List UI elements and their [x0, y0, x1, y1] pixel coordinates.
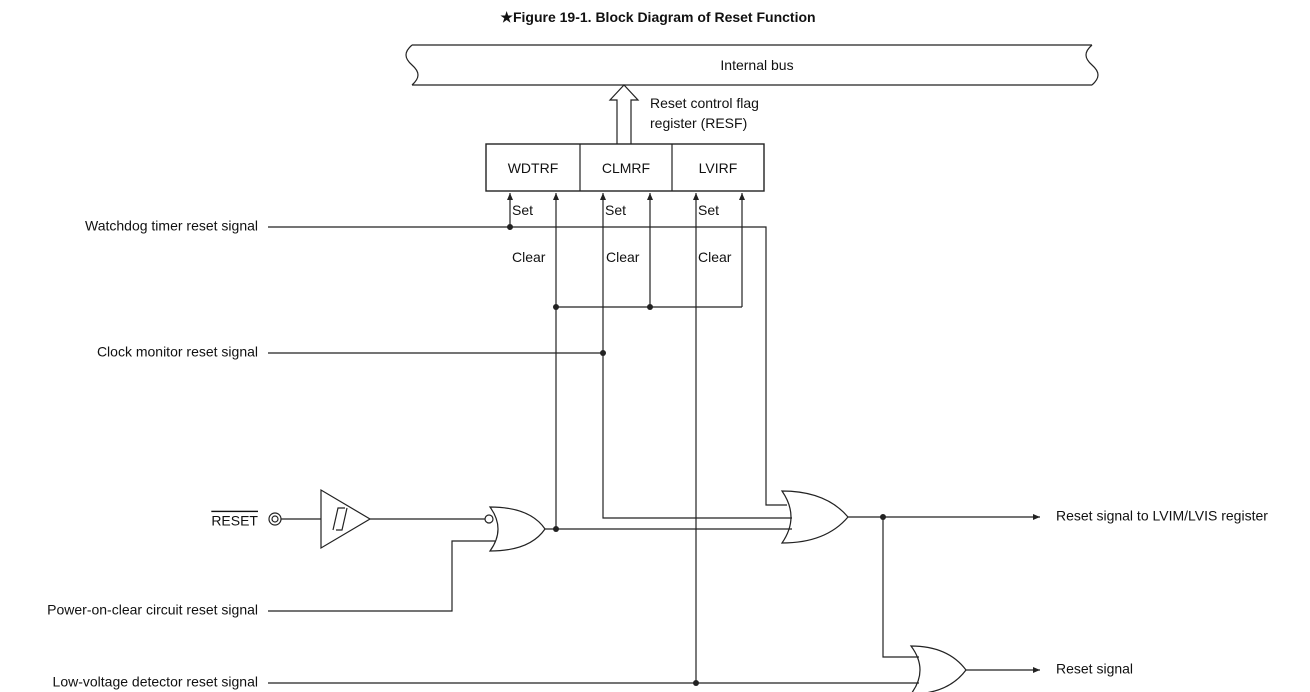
power-on-clear-wire [268, 540, 496, 612]
reset-pin-label: RESET [211, 513, 258, 529]
register-to-bus-arrow [608, 84, 640, 144]
figure-star: ★ [500, 9, 513, 25]
set-label-lvirf: Set [698, 202, 719, 218]
reset-signal-output-label: Reset signal [1056, 661, 1133, 677]
internal-bus-label: Internal bus [720, 57, 793, 73]
lvim-lvis-output-label: Reset signal to LVIM/LVIS register [1056, 508, 1268, 524]
internal-bus: Internal bus [405, 44, 1099, 86]
or-gate-2 [780, 490, 849, 544]
resf-register: WDTRF CLMRF LVIRF [485, 143, 765, 192]
watchdog-timer-reset-label: Watchdog timer reset signal [85, 218, 258, 234]
lvim-to-gate3-wire [882, 517, 919, 658]
set-label-clmrf: Set [605, 202, 626, 218]
schmitt-trigger-buffer-icon [320, 488, 372, 550]
clear-label-clmrf: Clear [606, 249, 640, 265]
or-gate-1 [484, 506, 546, 552]
clear-label-wdtrf: Clear [512, 249, 546, 265]
flag-lvirf: LVIRF [699, 160, 738, 176]
figure-title: ★Figure 19-1. Block Diagram of Reset Fun… [500, 9, 815, 25]
register-name-line1: Reset control flag [650, 95, 759, 111]
reset-pin-inner-icon [271, 515, 279, 523]
reset-pin-icon [268, 512, 282, 526]
clear-label-lvirf: Clear [698, 249, 732, 265]
power-on-clear-reset-label: Power-on-clear circuit reset signal [47, 602, 258, 618]
clock-monitor-wire [268, 352, 792, 519]
register-name-line2: register (RESF) [650, 115, 747, 131]
or-gate-3 [909, 645, 967, 692]
flag-wdtrf: WDTRF [508, 160, 559, 176]
flag-clmrf: CLMRF [602, 160, 650, 176]
clock-monitor-reset-label: Clock monitor reset signal [97, 344, 258, 360]
low-voltage-detector-reset-label: Low-voltage detector reset signal [53, 674, 258, 690]
junction-dots [507, 224, 886, 686]
inverting-input-bubble-icon [484, 514, 494, 524]
figure-title-text: Figure 19-1. Block Diagram of Reset Func… [513, 9, 816, 25]
watchdog-wire [268, 226, 787, 506]
set-label-wdtrf: Set [512, 202, 533, 218]
